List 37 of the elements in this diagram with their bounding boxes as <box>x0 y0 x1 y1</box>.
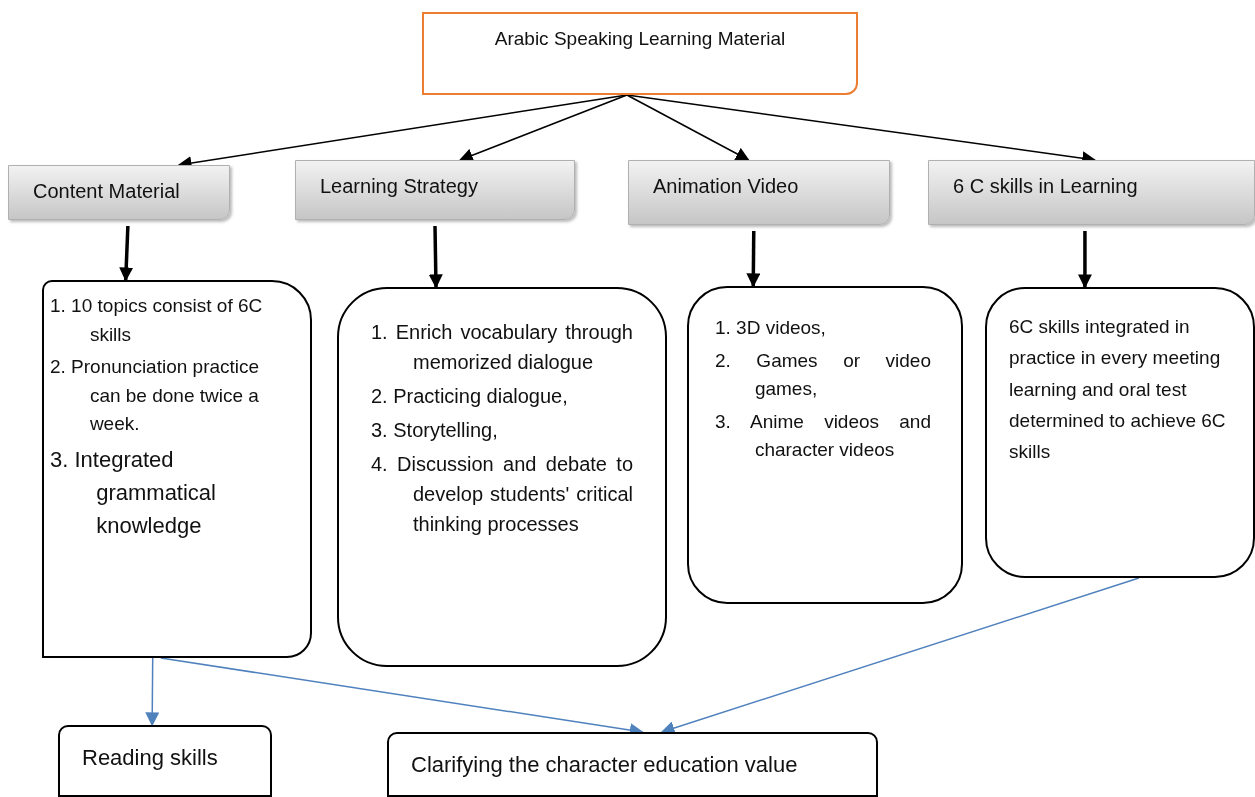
list-item: 1. 10 topics consist of 6C skills <box>50 294 264 347</box>
list-item: 1. 3D videos, <box>715 316 827 340</box>
arrow <box>458 94 628 162</box>
outcome-box <box>387 732 878 797</box>
list-item: 1. Enrich vocabulary through memorized dialogue <box>371 320 633 375</box>
list-item: 2. Practicing dialogue, <box>371 384 569 409</box>
category-box <box>628 160 890 225</box>
rounded-box <box>985 287 1255 578</box>
arrow <box>145 657 160 727</box>
arrow <box>626 94 750 161</box>
arrow <box>119 225 134 282</box>
list-item: 2. Pronunciation practice can be done twice a week. <box>50 355 261 436</box>
category-box <box>295 160 575 220</box>
list-item: 2. Games or video games, <box>715 348 931 401</box>
list-item: 3. Anime videos and character videos <box>715 409 931 462</box>
arrow <box>660 577 1140 735</box>
rounded-box <box>687 286 963 604</box>
box-label: Reading skills <box>82 745 219 771</box>
arrow <box>746 231 761 288</box>
outcome-box <box>58 725 272 797</box>
rounded-box <box>337 287 667 667</box>
box-label: 6C skills integrated in practice in every meeting learning and oral test determined to achieve 6C skills <box>1009 315 1227 465</box>
list-item: 3. Storytelling, <box>371 418 499 443</box>
box-label: Content Material <box>33 180 181 203</box>
title-box <box>422 12 858 95</box>
box-label: 6 C skills in Learning <box>953 175 1139 198</box>
box-label: Clarifying the character education value <box>411 752 799 778</box>
box-label: Learning Strategy <box>320 175 479 198</box>
arrow <box>1077 231 1092 289</box>
list-item: 3. Integrated grammatical knowledge <box>50 445 217 540</box>
box-label: Animation Video <box>653 175 800 198</box>
category-box <box>928 160 1255 225</box>
rounded-box <box>42 280 312 658</box>
arrow <box>428 225 443 289</box>
list-item: 4. Discussion and debate to develop students' critical thinking processes <box>371 452 633 537</box>
box-label: Arabic Speaking Learning Material <box>493 28 787 50</box>
category-box <box>8 165 230 220</box>
